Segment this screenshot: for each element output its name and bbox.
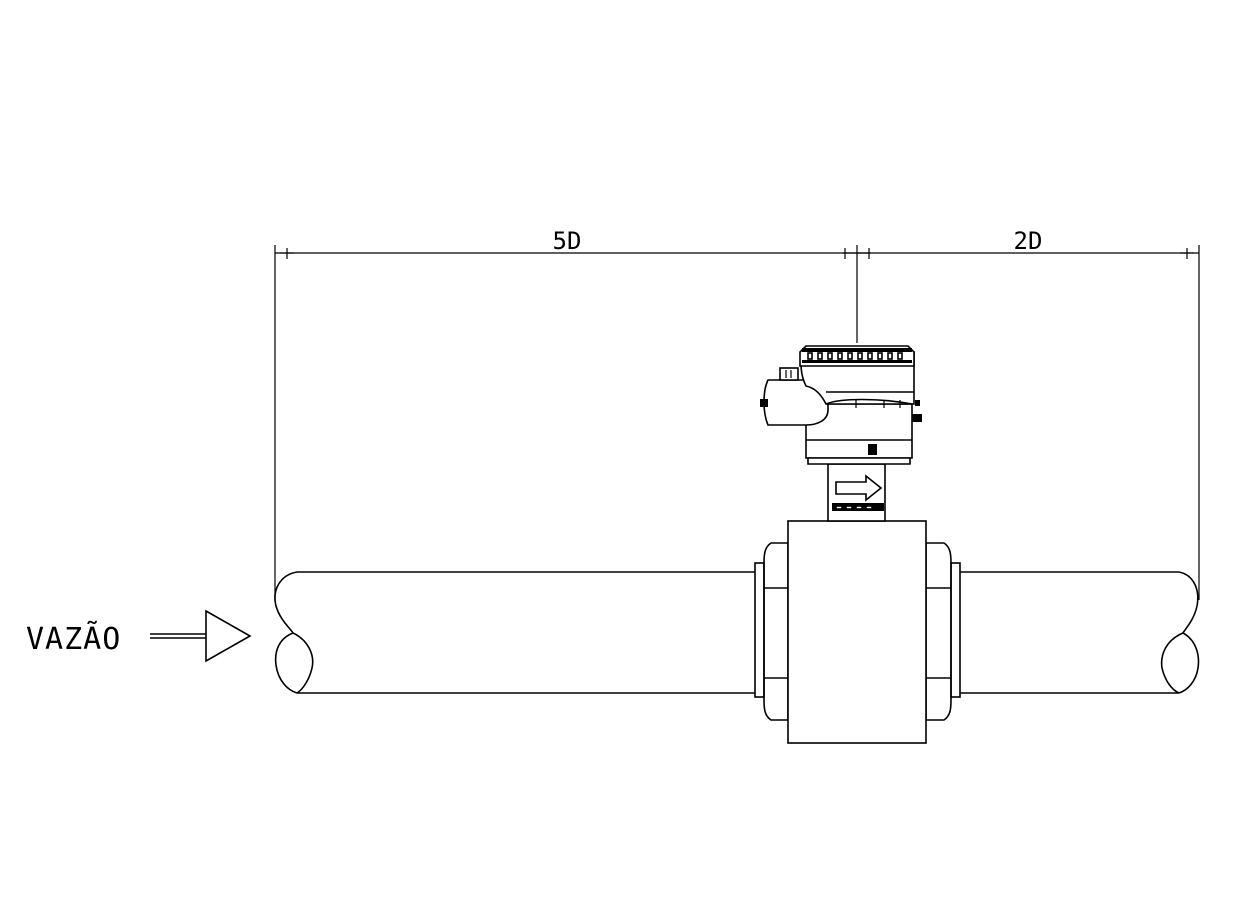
upstream-pipe: [274, 571, 755, 694]
left-flange: [754, 542, 789, 721]
upstream-dimension-label: 5D: [553, 227, 582, 255]
meter-body: [787, 520, 927, 744]
downstream-dimension-label: 2D: [1014, 227, 1043, 255]
meter-direction-arrow-icon: [835, 474, 883, 502]
flow-label: VAZÃO: [26, 621, 121, 657]
downstream-pipe: [960, 571, 1200, 694]
right-flange: [925, 542, 961, 721]
transmitter-housing: [760, 345, 922, 465]
flow-direction-arrow-icon: [150, 609, 252, 663]
dimension-lines: [274, 245, 1200, 600]
